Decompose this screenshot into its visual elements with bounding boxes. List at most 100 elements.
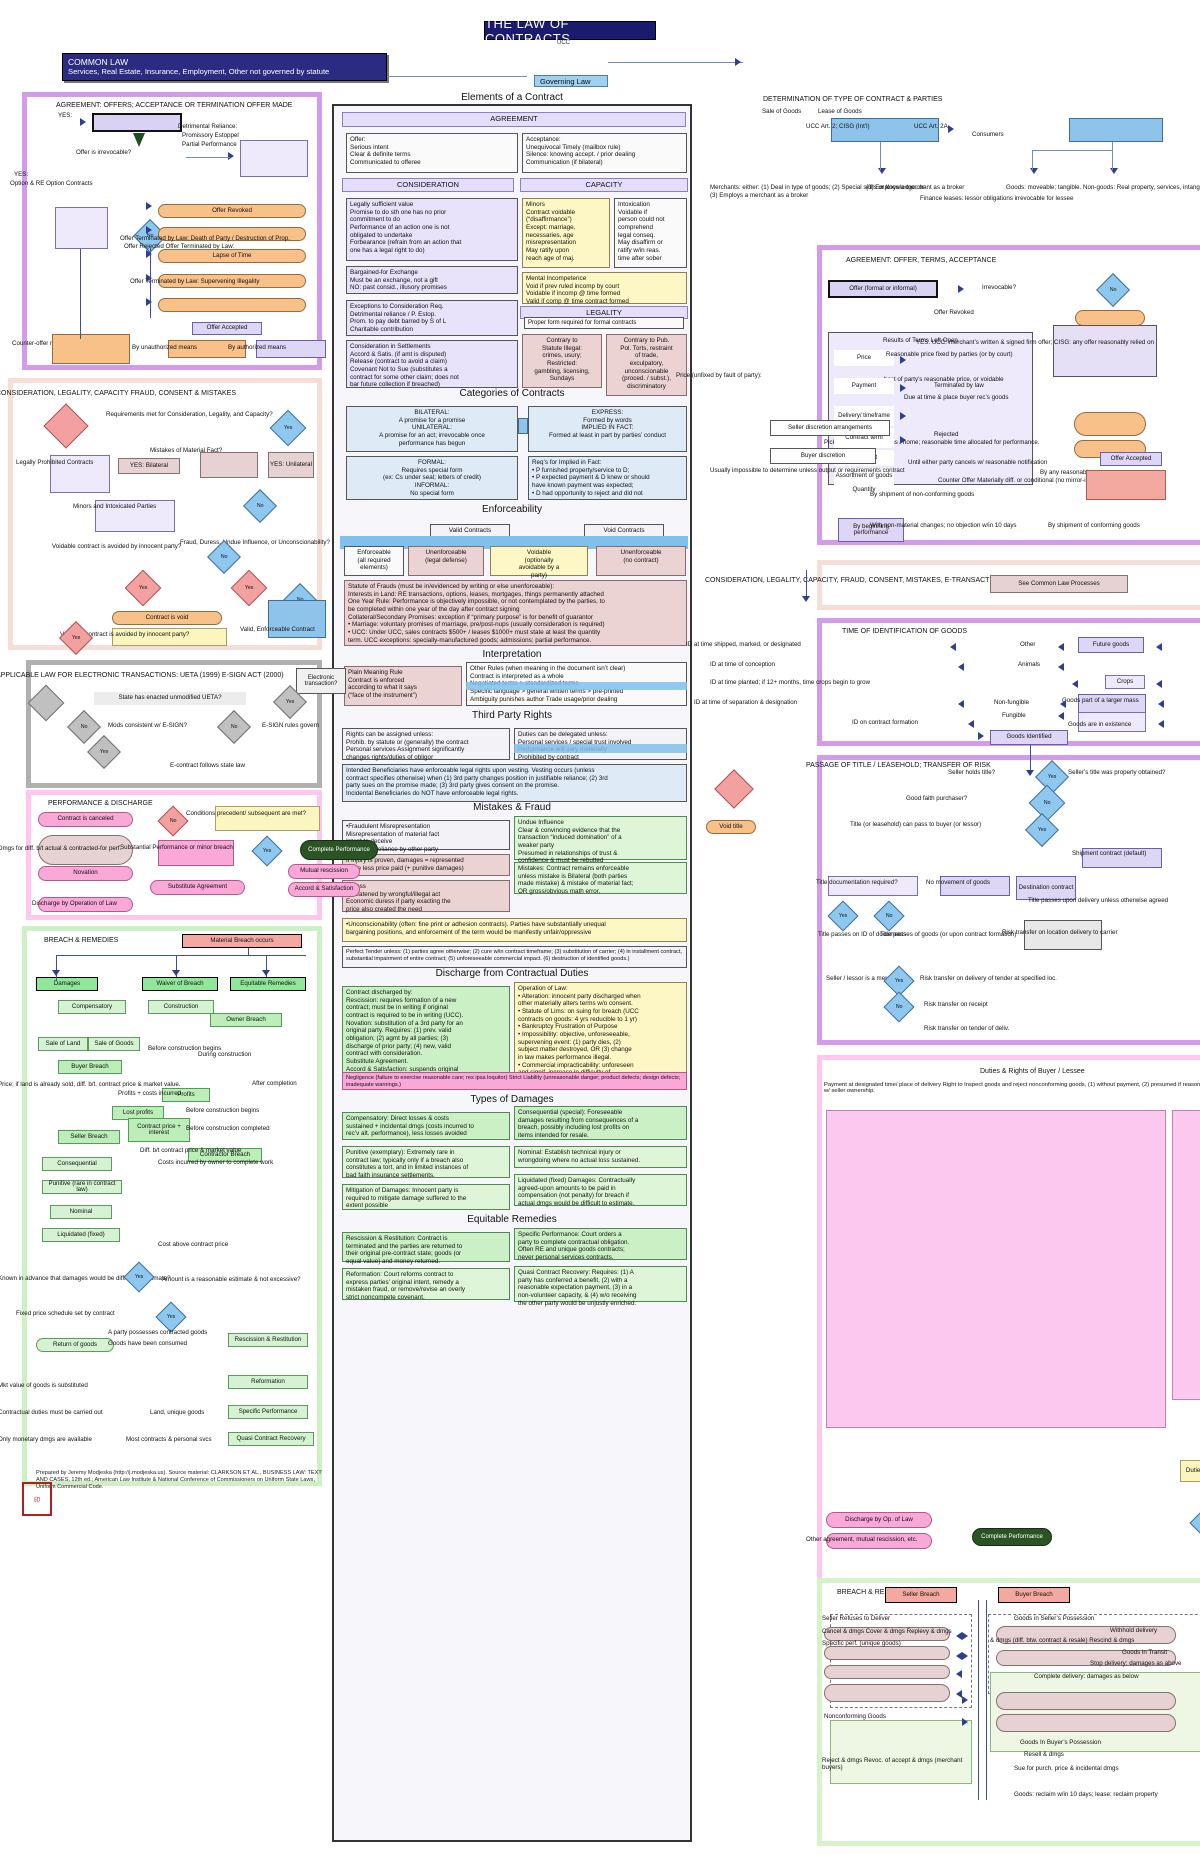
node-void-title: Void title (706, 820, 756, 834)
box-reformation: Reformation: Court reforms contract to e… (342, 1268, 510, 1301)
node-offer-revoked: Offer Revoked (158, 204, 306, 218)
label-payment-due: Due at time & place buyer rec’s goods (904, 394, 1009, 401)
label-dmgs-diff-resale: & dmgs (diff. btw. contract & resale) Re… (990, 1637, 1135, 1644)
node-reformation-left: Reformation (228, 1375, 308, 1389)
label-irrevocable: Irrevocable? (982, 284, 1017, 291)
label-merchants: Merchants: either: (1) Deal in type of g… (710, 184, 925, 191)
box-quasi-contract: Quasi Contract Recovery: Requires: (1) A… (514, 1266, 687, 1307)
label-nonconforming-goods: Nonconforming Goods (824, 1713, 886, 1720)
section-types-damages: Types of Damages (470, 1094, 554, 1105)
label-id-shipped: ID at time shipped, marked, or designate… (686, 641, 801, 648)
label-land-unique: Land, unique goods (150, 1409, 205, 1416)
label-usually-impossible: Usually impossible to determine unless o… (710, 467, 905, 474)
label-most-contracts: Most contracts & personal svcs (126, 1436, 212, 1443)
node-contractor-breach: Contractor Breach (188, 1148, 262, 1162)
right-panel-breach-title: BREACH & REMEDIES (837, 1589, 912, 1596)
label-mkt-value: Mkt value of goods is substituted (0, 1382, 88, 1389)
node-substitute-agreement: Substitute Agreement (150, 880, 245, 895)
label-sale-of-goods: Sale of Goods (762, 108, 802, 115)
section-categories: Categories of Contracts (459, 388, 565, 399)
label-goods-in-existence: Goods are in existence (1068, 721, 1132, 728)
offer-formal-text: Offer (formal or informal) (849, 284, 917, 292)
label-reclaim-goods: Goods: reclaim w/in 10 days; lease: recl… (1014, 1791, 1158, 1798)
label-fungible: Fungible (1002, 712, 1026, 719)
label-results-terms-open: Results of Terms Left Open (883, 337, 958, 344)
label-profits-costs: Profits + costs incurred (118, 1090, 182, 1097)
label-title-passes-id-docs: Title passes on ID of documents (818, 931, 907, 938)
assortment-label: Assortment of goods (835, 471, 893, 479)
label-counter-offer-right: Counter Offer Materially diff. or condit… (938, 477, 1116, 484)
node-unauth-means (168, 340, 246, 358)
label-after-completion: After completion (252, 1080, 297, 1087)
box-intoxication: Intoxication Voidable if person could no… (614, 198, 687, 268)
box-unconscionability: •Unconscionability (often: fine print or… (342, 918, 687, 942)
node-offer-revoked-right (1075, 310, 1145, 326)
duties-parties-met-text: Duties of parties met? (1185, 1466, 1200, 1474)
label-mods-consistent: Mods consistent w/ E-SIGN? (108, 722, 188, 729)
node-minors-intoxicated (95, 500, 175, 532)
node-duties-parties-met: Duties of parties met? (1180, 1460, 1200, 1482)
box-liquidated: Liquidated (fixed) Damages: Contractuall… (514, 1174, 687, 1207)
label-during-construction: During construction (198, 1051, 252, 1058)
quantity-label: Quantity (852, 485, 876, 493)
label-withhold-delivery: Withhold delivery (1110, 1627, 1158, 1634)
electronic-transaction-text: Electronic transaction? (304, 674, 338, 687)
node-quantity-row: Quantity (834, 482, 894, 498)
box-exceptions-consideration: Exceptions to Consideration Req. Detrime… (346, 300, 518, 336)
section-mistakes-fraud: Mistakes & Fraud (473, 802, 551, 813)
box-mitigation: Mitigation of Damages: Innocent party is… (342, 1184, 510, 1210)
payment-label: Payment (851, 381, 877, 389)
label-merchants-2: (3) Employs a merchant as a broker (710, 192, 809, 199)
label-lease-of-goods: Lease of Goods (818, 108, 862, 115)
label-cost-above-contract: Cost above contract price (158, 1241, 229, 1248)
seal-stamp: 印 (22, 1482, 52, 1516)
label-pickup-seller: Pickup @ seller’s business / home; reaso… (824, 439, 1040, 446)
label-nonconforming-shipment: By shipment of non-conforming goods (870, 491, 975, 498)
label-until-cancel: Until either party cancels w/ reasonable… (908, 459, 1048, 466)
label-before-construction-begins: Before construction begins (148, 1045, 222, 1052)
label-goods-seller-possession: Goods in Seller’s Possession (1014, 1615, 1095, 1622)
node-nonconforming-box (830, 1720, 972, 1784)
node-profits: Profits (162, 1088, 210, 1102)
delivery-label: Delivery/ timeframe (838, 412, 890, 419)
contract-price-text: Contract price + interest (137, 1122, 181, 1136)
label-contractual-duties: Contractual duties must be carried out (0, 1409, 103, 1416)
node-punitive-left: Punitive (rare in contract law) (42, 1180, 122, 1194)
bar-capacity: CAPACITY (520, 178, 688, 192)
by-beginning-text: By beginning performance (853, 522, 889, 536)
section-discharge: Discharge from Contractual Duties (435, 968, 589, 979)
label-stop-delivery: Stop delivery; damages as above (1090, 1660, 1182, 1667)
node-offer-formal-informal: Offer (formal or informal) (828, 280, 938, 298)
label-other: Other (1020, 641, 1036, 648)
label-partial-performance: Partial Performance (182, 141, 237, 148)
label-consumers: Consumers (972, 131, 1004, 138)
label-price-unfixed: Price (unfixed by fault of party): (676, 372, 762, 379)
node-seller-row-4 (824, 1684, 950, 1702)
box-statute-of-frauds: Statute of Frauds (must be in/evidenced … (344, 580, 687, 646)
label-fixed-price-schedule: Fixed price schedule set by contract (16, 1310, 115, 1317)
node-shipment-contract (1082, 848, 1162, 868)
label-specific-perf-unique: Specific perf. (unique goods) (822, 1640, 901, 1647)
box-minors: Minors Contract voidable (“disaffirmance… (522, 198, 610, 268)
node-accord-satisfaction: Accord & Satisfaction (288, 882, 360, 897)
box-unenforceable-no-contract: Unenforceable (no contract) (596, 546, 686, 576)
node-withhold-delivery (996, 1626, 1176, 1644)
node-equitable-remedies: Equitable Remedies (230, 977, 306, 991)
label-lessor-engages: Finance leases: lessor obligations irrev… (920, 195, 1074, 202)
label-seller-holds-title: Seller holds title? (948, 769, 996, 776)
node-other-agreement (826, 1533, 932, 1549)
node-owner-breach: Owner Breach (210, 1013, 282, 1027)
label-econtract-state-law: E-contract follows state law (170, 762, 245, 769)
box-reqs-implied-fact: Req’s for Implied in Fact: • P furnished… (528, 456, 687, 500)
label-offer-irrevocable: Offer is irrevocable? (76, 149, 132, 156)
node-lapse-time: Lapse of Time (158, 249, 306, 263)
node-offer-accepted-right (1074, 412, 1146, 436)
label-animals: Animals (1018, 661, 1041, 668)
label-valid-enforceable: Valid, Enforceable Contract (240, 626, 315, 633)
node-auth-means (256, 340, 326, 358)
node-destination-contract: Destination contract (1016, 876, 1076, 900)
node-assortment-row: Assortment of goods (834, 468, 894, 484)
label-price-unfixed-2: best of party’s reasonable price, or voi… (884, 376, 1004, 383)
label-risk-transfer-carrier: Risk transfer on location delivery to ca… (1002, 929, 1118, 936)
label-duties-rights-text: Payment at designated time/ place of del… (824, 1082, 1200, 1095)
